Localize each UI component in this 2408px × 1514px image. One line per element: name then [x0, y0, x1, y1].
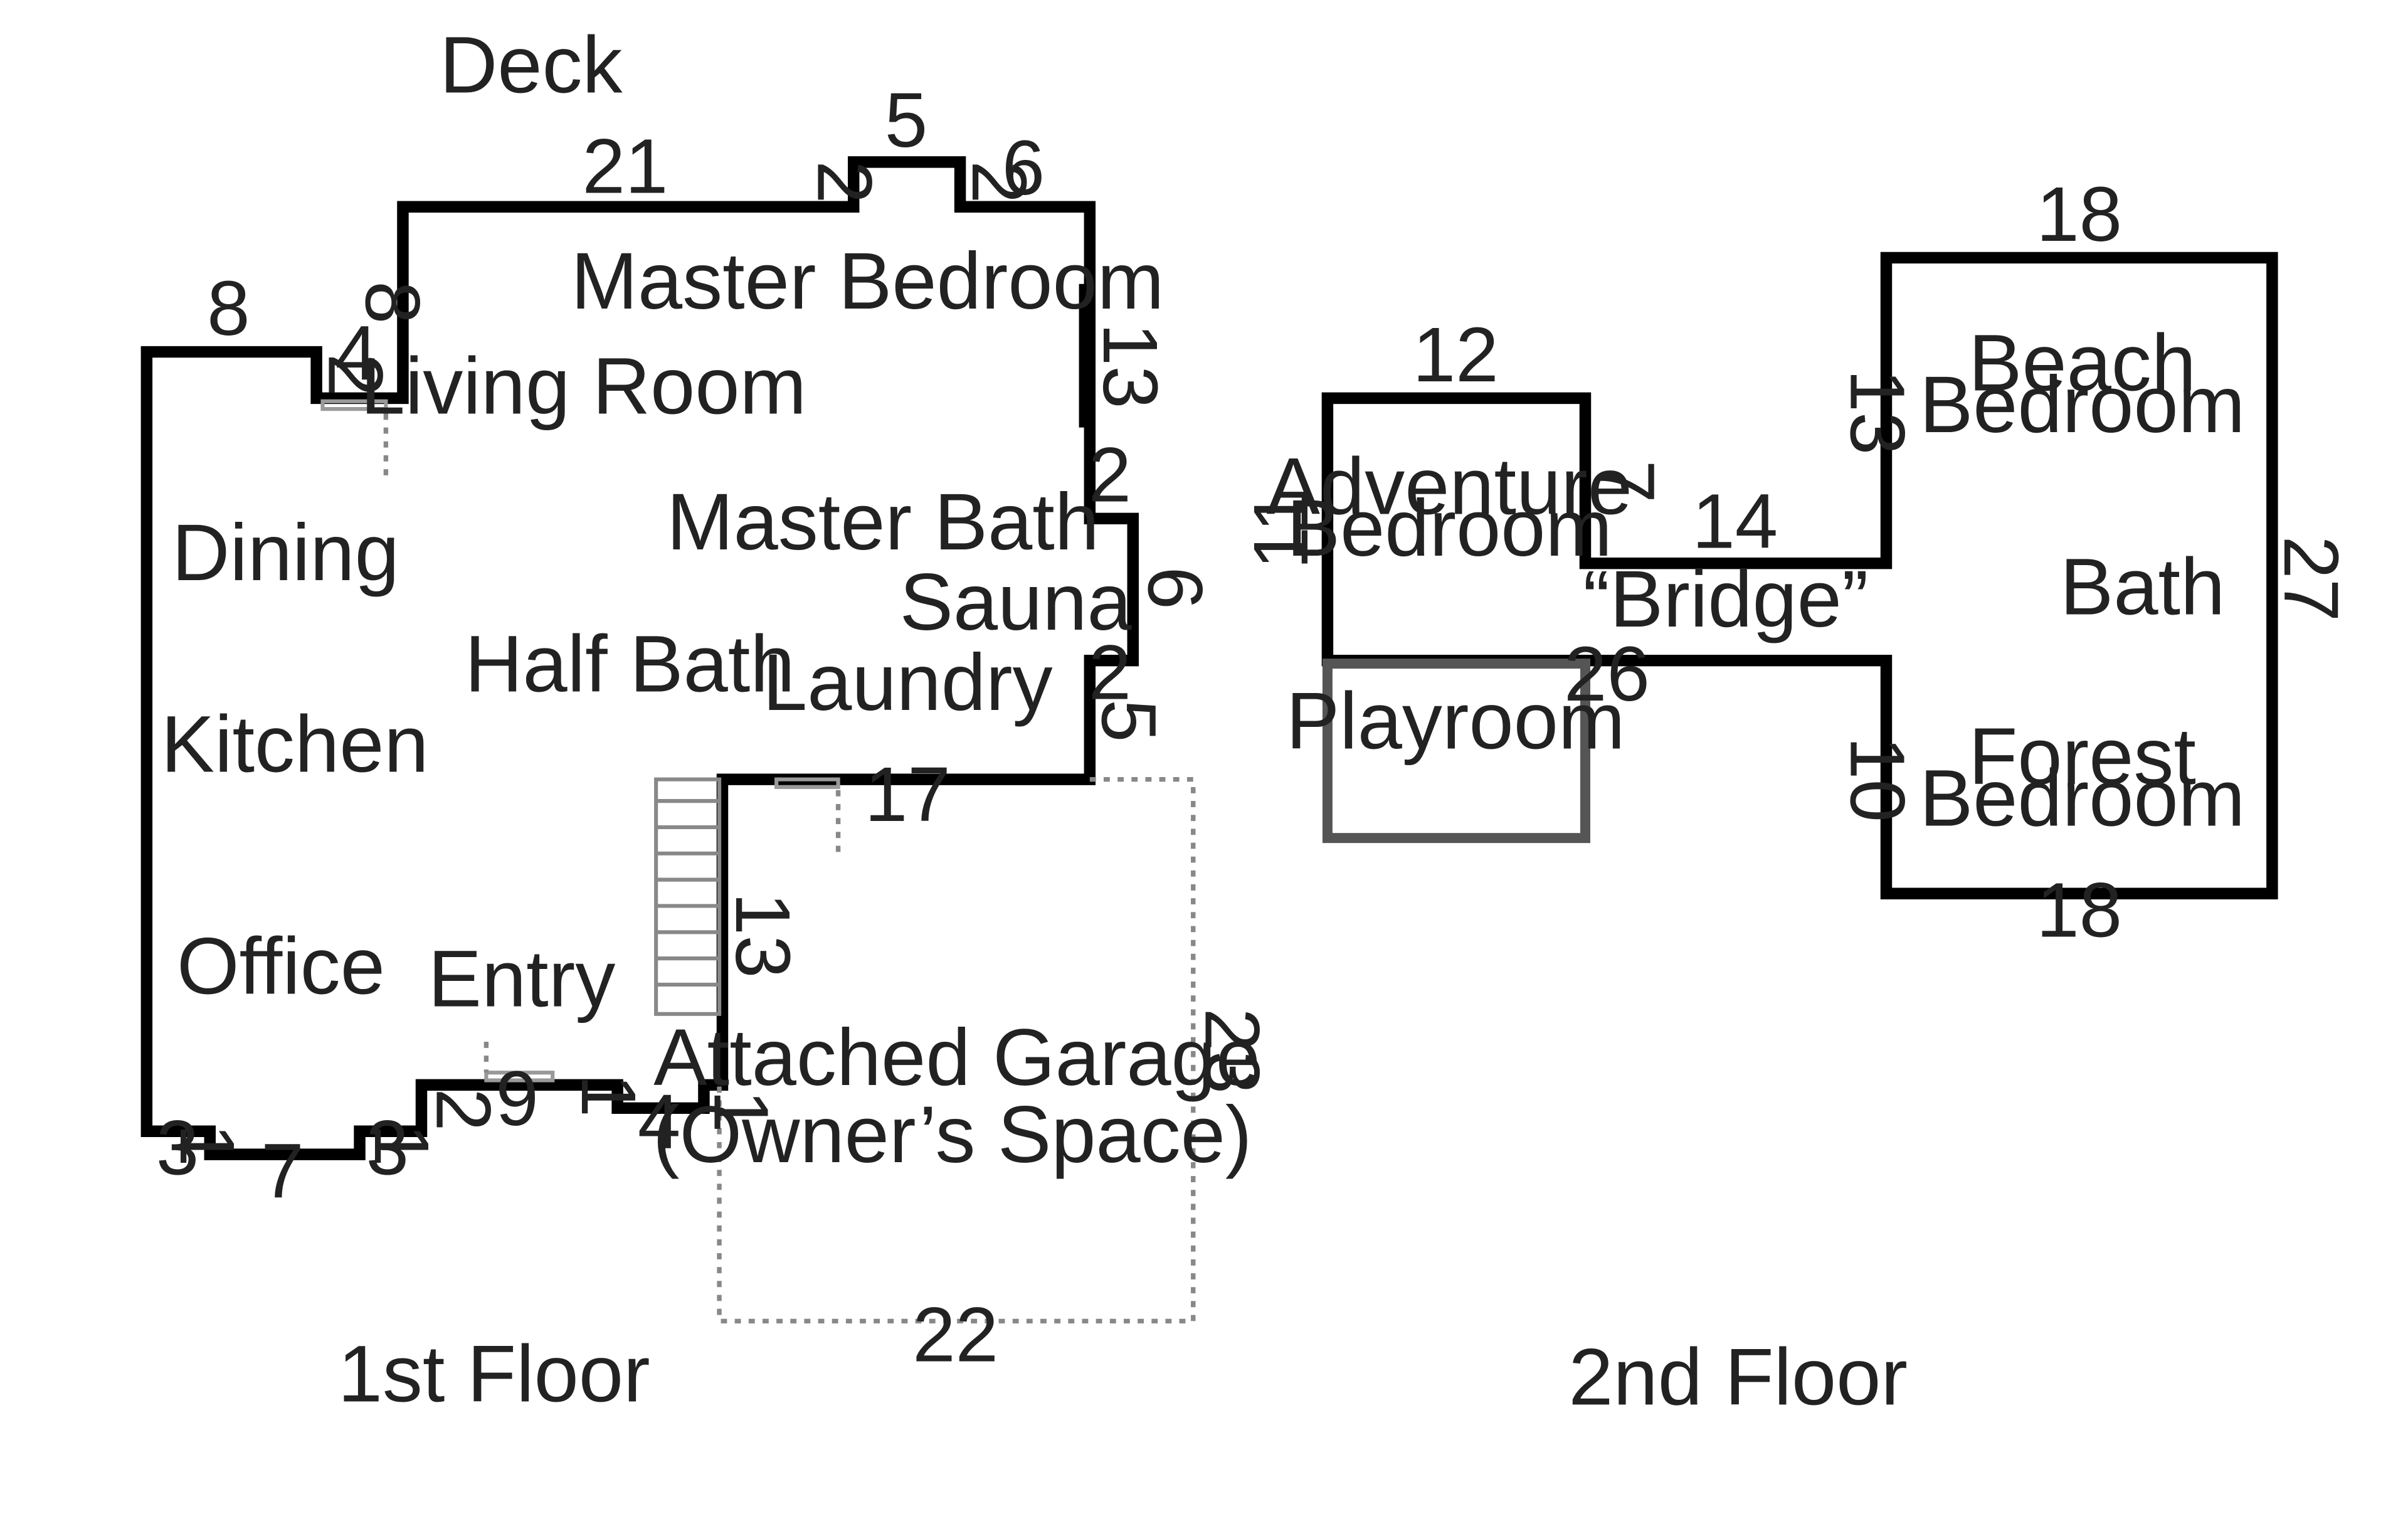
dim-right-lower-b: 5 — [1085, 699, 1171, 742]
label-beach-bedroom-2: Bedroom — [1920, 360, 2245, 450]
first-floor-plan: Deck Master Bedroom Living Room Master B… — [140, 21, 1274, 1419]
label-entry: Entry — [428, 934, 616, 1024]
dim-front-wall: 9 — [495, 1056, 538, 1142]
dim-front-right: 4 — [638, 1079, 680, 1165]
dim-2f-bottom-right: 18 — [2036, 868, 2122, 954]
door-sill-garage — [774, 777, 840, 790]
label-forest-bedroom-1: Forest — [1968, 712, 2196, 802]
dim-bottom-mid: 7 — [261, 1129, 304, 1215]
dim-2f-adventure-left: 11 — [1238, 489, 1324, 569]
label-laundry: Laundry — [763, 638, 1053, 728]
label-kitchen: Kitchen — [161, 699, 429, 789]
second-floor-plan: Beach Bedroom Adventure Bedroom Bath “Br… — [1238, 172, 2353, 1422]
label-half-bath: Half Bath — [465, 619, 795, 709]
dim-2f-top-left: 12 — [1413, 312, 1499, 398]
dim-right-lower-a: 2 — [1089, 630, 1131, 716]
dim-front-step: 2 — [420, 1088, 506, 1131]
dim-right-bump: 6 — [1131, 566, 1217, 609]
label-sauna: Sauna — [900, 558, 1133, 647]
label-playroom: Playroom — [1286, 676, 1625, 766]
label-beach-bedroom-1: Beach — [1968, 319, 2196, 408]
dim-top-step-left: 2 — [801, 161, 887, 203]
dim-top-bump: 5 — [885, 78, 927, 164]
dim-2f-bridge-top: 14 — [1692, 479, 1778, 565]
dim-bottom-left: 3 — [156, 1106, 199, 1192]
dim-left-step: 8 — [349, 281, 435, 324]
dim-back-wall: 17 — [865, 752, 951, 838]
dim-stair-wall: 13 — [719, 892, 805, 978]
label-living-room: Living Room — [361, 342, 806, 431]
dim-top-main: 21 — [582, 124, 668, 210]
dim-2f-right-upper: 13 — [1834, 369, 1920, 455]
second-floor-outline — [1321, 251, 2278, 900]
label-dining: Dining — [172, 508, 399, 598]
dim-top-step-right: 2 — [956, 161, 1042, 203]
dim-2f-adventure-right: 7 — [1584, 460, 1670, 503]
dim-2f-bridge-bottom: 26 — [1564, 632, 1650, 717]
dim-2f-top-right: 18 — [2036, 172, 2122, 258]
dim-left-notch-b: 4 — [335, 310, 378, 396]
dim-bottom-right: 3 — [366, 1106, 409, 1192]
dim-left-top: 8 — [207, 266, 250, 352]
label-owners-space: (Owner’s Space) — [653, 1090, 1252, 1180]
label-adventure-bedroom-1: Adventure — [1267, 442, 1632, 531]
label-attached-garage: Attached Garage — [653, 1013, 1260, 1103]
staircase — [654, 777, 722, 1016]
dim-top-right: 6 — [1002, 125, 1045, 211]
label-adventure-bedroom-2: Bedroom — [1287, 484, 1612, 573]
dim-right-step: 2 — [1089, 433, 1131, 519]
first-floor-outline — [140, 156, 1139, 1160]
dim-garage-side: 23 — [1188, 1008, 1274, 1094]
playroom-outline — [1322, 659, 1590, 844]
dim-2f-east-wall: 27 — [2268, 536, 2353, 622]
label-deck: Deck — [440, 21, 623, 110]
caption-first-floor: 1st Floor — [338, 1329, 650, 1419]
caption-second-floor: 2nd Floor — [1568, 1332, 1908, 1422]
door-sill-dining — [320, 399, 388, 411]
dim-bottom-left-b: 1 — [164, 1124, 250, 1167]
dim-bottom-mid-b: 1 — [358, 1124, 444, 1167]
dim-left-notch-a: 2 — [312, 354, 398, 396]
dim-right-window: 13 — [1087, 323, 1173, 409]
dim-2f-right-lower: 10 — [1834, 736, 1920, 822]
label-bridge: “Bridge” — [1583, 554, 1868, 644]
door-sill-entry — [484, 1071, 555, 1083]
label-master-bath: Master Bath — [667, 477, 1099, 567]
dim-front-step-b: 1 — [565, 1074, 651, 1117]
garage-outline — [717, 776, 1196, 1324]
label-master-bedroom: Master Bedroom — [571, 236, 1164, 326]
dim-front-right-b: 1 — [698, 1090, 784, 1133]
dim-garage-bottom: 22 — [912, 1292, 998, 1378]
label-forest-bedroom-2: Bedroom — [1920, 754, 2245, 844]
label-office: Office — [177, 922, 385, 1012]
label-bath: Bath — [2060, 542, 2225, 632]
